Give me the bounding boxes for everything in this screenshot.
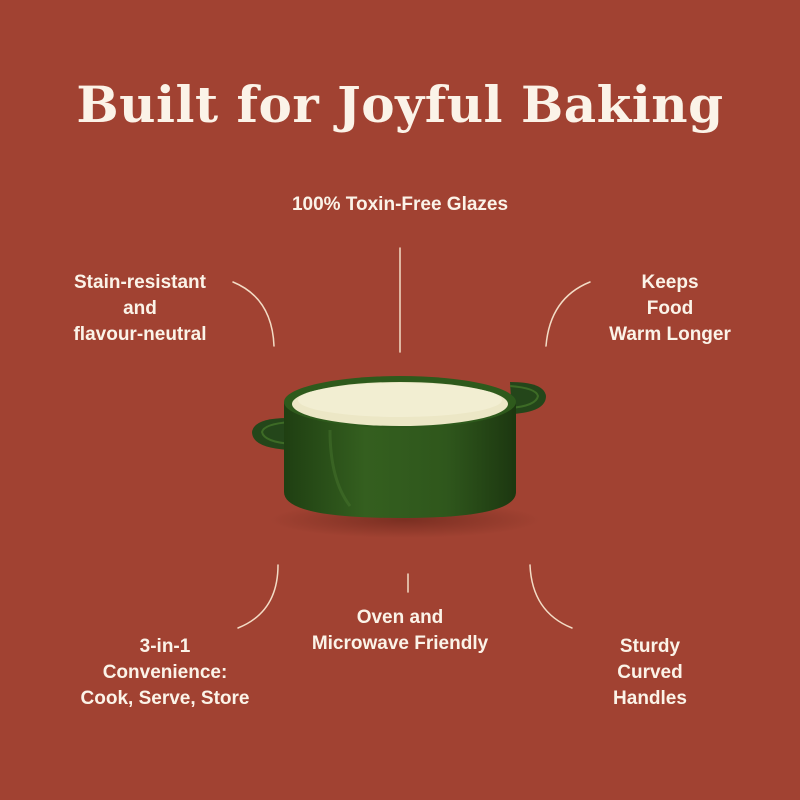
feature-oven-microwave-friendly: Oven and Microwave Friendly [311,607,489,654]
feature-toxin-free-glazes: 100% Toxin-Free Glazes [291,194,509,215]
connector-line-handles [529,564,573,629]
feature-sturdy-curved-handles: Sturdy Curved Handles [613,636,687,709]
connector-line-warm [545,281,591,347]
connector-line-stain [232,281,275,347]
feature-stain-resistant: Stain-resistant and flavour-neutral [73,272,207,345]
feature-keeps-food-warm: Keeps Food Warm Longer [609,272,731,345]
connector-line-3in1 [237,564,279,629]
green-cocotte-dish-image [252,376,546,538]
page-title: Built for Joyful Baking [76,75,724,134]
feature-3-in-1-convenience: 3-in-1 Convenience: Cook, Serve, Store [80,636,250,709]
